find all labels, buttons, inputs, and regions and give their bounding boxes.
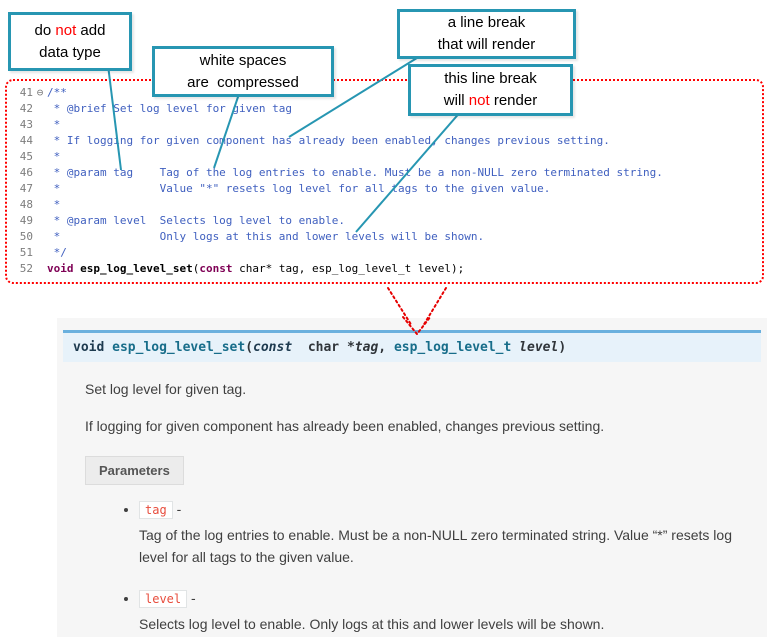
param-dash: - — [176, 500, 182, 517]
line-number: 44 — [19, 134, 33, 147]
line-number: 48 — [19, 198, 33, 211]
function-signature: void esp_log_level_set(const char *tag, … — [63, 330, 761, 362]
callout-line-break-renders: a line break that will render — [397, 9, 576, 59]
code-line: 42 * @brief Set log level for given tag — [11, 101, 760, 117]
line-number: 50 — [19, 230, 33, 243]
sig-return-type: void — [73, 340, 105, 355]
sig-const-keyword: const — [253, 340, 293, 355]
code-text: * — [47, 198, 61, 211]
callout-text: a line break — [447, 14, 526, 31]
sig-arg-level: level — [519, 340, 559, 355]
code-text: * @param level Selects log level to enab… — [47, 214, 346, 227]
line-number: 46 — [19, 166, 33, 179]
line-number: 41 — [19, 86, 33, 99]
code-text: * @param tag Tag of the log entries to e… — [47, 166, 663, 179]
code-line: 47 * Value "*" resets log level for all … — [11, 181, 760, 197]
line-number: 52 — [19, 262, 33, 275]
line-number: 51 — [19, 246, 33, 259]
callout-text: do not add — [34, 21, 106, 39]
code-text: */ — [47, 246, 67, 259]
code-line: 50 * Only logs at this and lower levels … — [11, 229, 760, 245]
callout-no-datatype: do not add data type — [8, 12, 132, 71]
sig-arg-tag: tag — [354, 340, 379, 355]
doc-body: Set log level for given tag. If logging … — [85, 379, 747, 636]
fold-marker-icon: ⊖ — [36, 86, 44, 99]
code-editor-snippet: 41⊖/** 42 * @brief Set log level for giv… — [5, 79, 764, 284]
code-line: 46 * @param tag Tag of the log entries t… — [11, 165, 760, 181]
code-text: * — [47, 150, 61, 163]
doc-description: If logging for given component has alrea… — [85, 418, 605, 435]
code-text: * @brief Set log level for given tag — [47, 102, 293, 115]
param-description: Tag of the log entries to enable. Must b… — [139, 526, 732, 565]
param-item-level: level - Selects log level to enable. Onl… — [139, 590, 747, 635]
code-text: /** — [47, 86, 67, 99]
param-name-chip: tag — [139, 500, 173, 519]
code-line: 51 */ — [11, 245, 760, 261]
callout-text: white spaces — [199, 51, 287, 69]
parameters-heading: Parameters — [85, 455, 184, 485]
param-head: tag - — [139, 500, 747, 519]
code-text: void esp_log_level_set(const char* tag, … — [47, 262, 465, 275]
code-text: * If logging for given component has alr… — [47, 134, 610, 147]
callout-text: are compressed — [187, 73, 299, 91]
rendered-doc-panel: void esp_log_level_set(const char *tag, … — [57, 318, 767, 637]
sig-function-name[interactable]: esp_log_level_set — [112, 340, 246, 355]
line-number: 43 — [19, 118, 33, 131]
code-line: 41⊖/** — [11, 85, 760, 101]
param-dash: - — [191, 590, 196, 607]
code-text: * Value "*" resets log level for all tag… — [47, 182, 551, 195]
callout-line-break-no-render: this line break will not render — [408, 64, 573, 116]
line-number: 45 — [19, 150, 33, 163]
keyword-const: const — [199, 262, 233, 275]
code-line: 49 * @param level Selects log level to e… — [11, 213, 760, 229]
code-line-declaration: 52 void esp_log_level_set(const char* tag… — [11, 261, 760, 277]
param-name-chip: level — [139, 590, 188, 609]
parameters-list: tag - Tag of the log entries to enable. … — [85, 500, 747, 636]
code-line: 43 * — [11, 117, 760, 133]
doc-brief: Set log level for given tag. — [85, 381, 247, 397]
code-text: * — [47, 118, 61, 131]
code-line: 44 * If logging for given component has … — [11, 133, 760, 149]
callout-text: will not render — [443, 92, 538, 109]
sig-type-link[interactable]: esp_log_level_t — [393, 340, 512, 355]
code-line: 45 * — [11, 149, 760, 165]
function-name: esp_log_level_set — [80, 262, 193, 275]
code-text: * Only logs at this and lower levels wil… — [47, 230, 485, 243]
param-item-tag: tag - Tag of the log entries to enable. … — [139, 500, 747, 569]
callout-whitespace-compressed: white spaces are compressed — [152, 46, 334, 97]
line-number: 42 — [19, 102, 33, 115]
line-number: 47 — [19, 182, 33, 195]
param-head: level - — [139, 590, 747, 609]
code-line: 48 * — [11, 197, 760, 213]
callout-text: this line break — [444, 70, 537, 87]
param-description: Selects log level to enable. Only logs a… — [139, 616, 605, 633]
callout-text: that will render — [437, 36, 536, 53]
callout-text: data type — [39, 43, 101, 61]
keyword-void: void — [47, 262, 74, 275]
line-number: 49 — [19, 214, 33, 227]
